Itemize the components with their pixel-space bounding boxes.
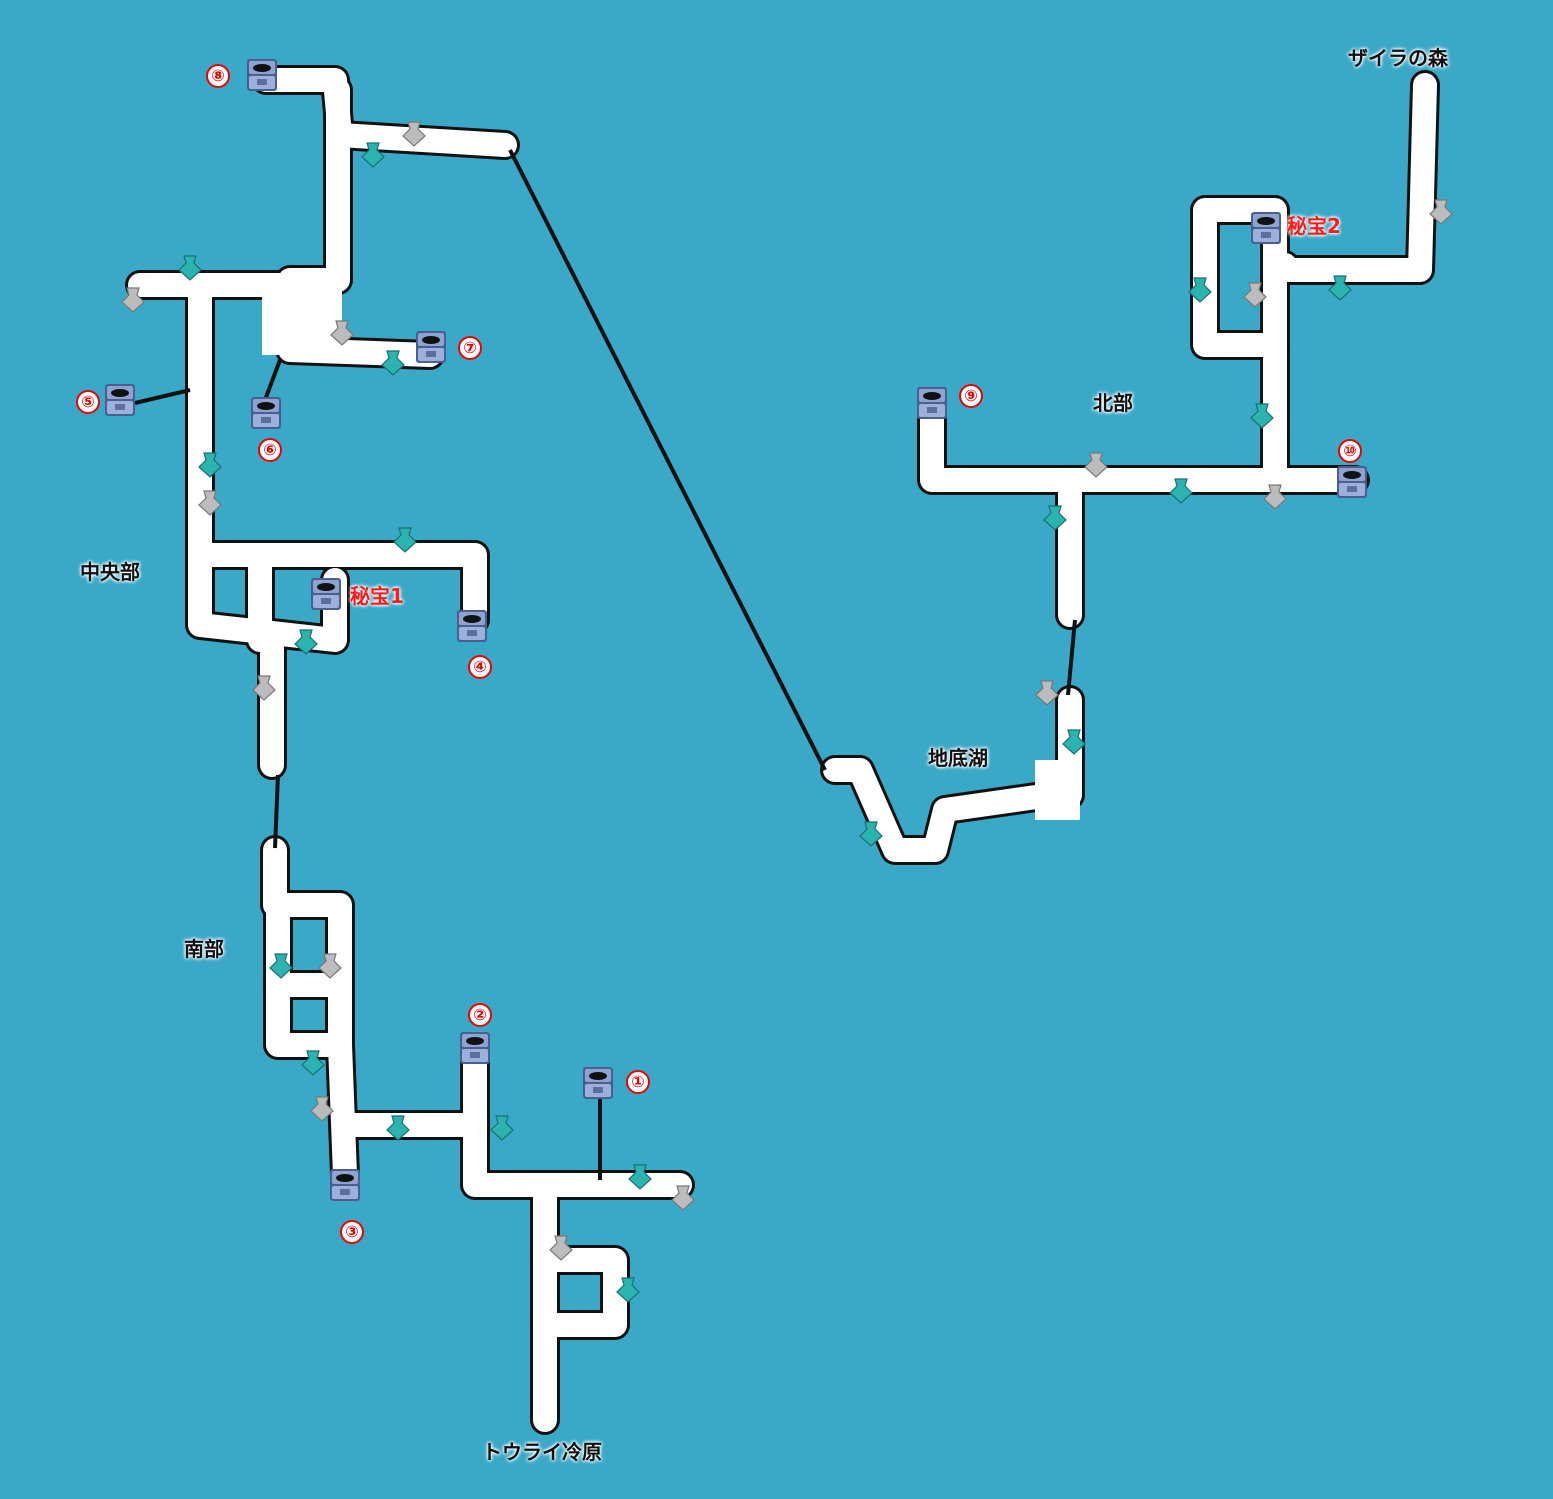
secret-treasure-1-label: 秘宝1 <box>350 584 404 608</box>
secret-treasure-2-label: 秘宝2 <box>1287 214 1341 238</box>
chest-number-3: ③ <box>340 1220 364 1244</box>
area-label-zaira-forest: ザイラの森 <box>1348 46 1448 70</box>
area-label-tourai-plain: トウライ冷原 <box>482 1440 602 1464</box>
chest-number-6: ⑥ <box>258 438 282 462</box>
area-label-central: 中央部 <box>80 560 140 584</box>
connector-lines <box>134 149 1077 1180</box>
chest-number-9: ⑨ <box>959 384 983 408</box>
chest-number-8: ⑧ <box>206 64 230 88</box>
chest-number-5: ⑤ <box>76 390 100 414</box>
area-label-south: 南部 <box>184 937 224 961</box>
chest-number-10: ⑩ <box>1338 439 1362 463</box>
area-label-north: 北部 <box>1093 391 1133 415</box>
chest-number-1: ① <box>626 1070 650 1094</box>
area-label-underground-lake: 地底湖 <box>928 746 988 770</box>
chest-number-4: ④ <box>468 655 492 679</box>
chest-number-7: ⑦ <box>458 336 482 360</box>
chest-number-2: ② <box>468 1003 492 1027</box>
